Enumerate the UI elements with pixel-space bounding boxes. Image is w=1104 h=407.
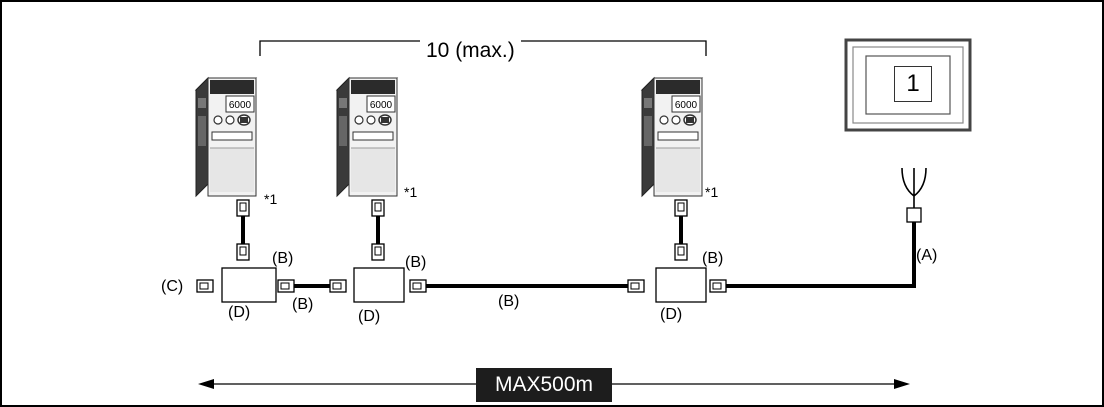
inverter-3-display: 6000 <box>675 100 698 111</box>
max-units-label: 10 (max.) <box>420 40 521 61</box>
cable-label-b-4: (B) <box>498 293 520 310</box>
inverter-3 <box>641 77 703 197</box>
splitter-2 <box>353 267 405 303</box>
distance-label: MAX500m <box>476 368 612 402</box>
link-cable-2 <box>409 279 645 293</box>
note-marker-2: *1 <box>404 184 418 200</box>
terminator-plug <box>196 279 214 293</box>
screen-number: 1 <box>894 66 932 102</box>
inverter-2-display: 6000 <box>370 100 393 111</box>
cable-label-c: (C) <box>161 278 184 295</box>
splitter-3 <box>655 267 707 303</box>
splitter-label-1: (D) <box>228 304 251 321</box>
splitter-1 <box>221 267 277 303</box>
drop-cable-3 <box>674 199 688 261</box>
drop-cable-1 <box>236 199 250 261</box>
splitter-label-3: (D) <box>660 306 683 323</box>
inverter-2 <box>336 77 398 197</box>
cable-label-b-1: (B) <box>272 250 294 267</box>
cable-label-b-5: (B) <box>702 250 724 267</box>
inverter-1-display: 6000 <box>229 100 252 111</box>
inverter-1 <box>195 77 257 197</box>
splitter-label-2: (D) <box>358 308 381 325</box>
link-cable-1 <box>277 279 347 293</box>
link-cable-a <box>709 167 927 293</box>
cable-label-a: (A) <box>916 247 938 264</box>
note-marker-1: *1 <box>264 191 278 207</box>
cable-label-b-3: (B) <box>405 254 427 271</box>
cable-label-b-2: (B) <box>292 296 314 313</box>
note-marker-3: *1 <box>705 184 719 200</box>
drop-cable-2 <box>371 199 385 261</box>
